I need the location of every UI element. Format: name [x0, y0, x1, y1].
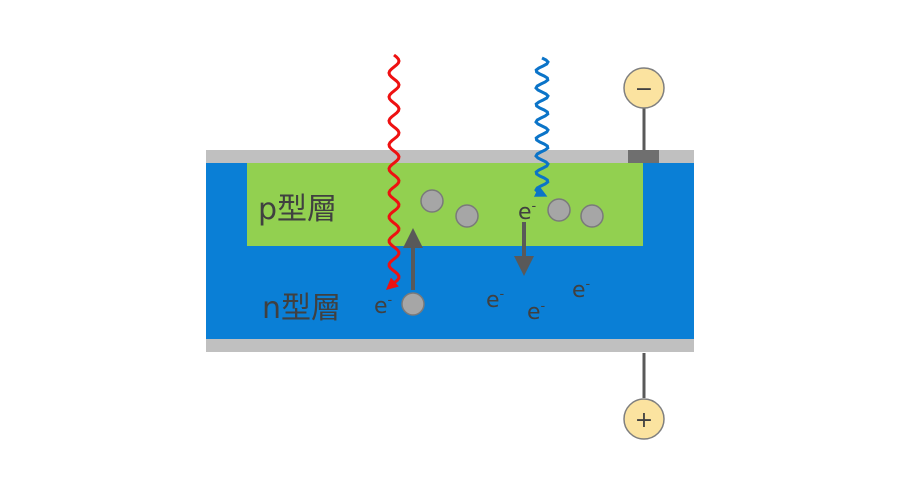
- svg-text:e-: e-: [374, 293, 393, 319]
- hole: [401, 292, 425, 316]
- bottom-electrode-plate: [206, 339, 694, 352]
- svg-text:e-: e-: [486, 287, 505, 313]
- p-layer-label: p型層: [258, 192, 337, 227]
- electron-label: e-: [374, 293, 393, 319]
- n-layer-label: n型層: [262, 291, 341, 326]
- blue-light-wave: [533, 56, 550, 197]
- negative-terminal: −: [623, 67, 665, 109]
- hole: [580, 204, 604, 228]
- svg-text:e-: e-: [572, 277, 591, 303]
- electron-label: e-: [518, 199, 537, 225]
- electron-label: e-: [486, 287, 505, 313]
- svg-text:e-: e-: [527, 299, 546, 325]
- electron-label: e-: [527, 299, 546, 325]
- top-electrode-plate: [206, 150, 694, 163]
- top-contact-tab: [628, 150, 659, 163]
- red-light-wave: [385, 53, 401, 290]
- hole: [547, 198, 571, 222]
- svg-text:e-: e-: [518, 199, 537, 225]
- positive-terminal-symbol: +: [635, 408, 653, 433]
- hole: [420, 189, 444, 213]
- p-type-layer: [247, 163, 643, 246]
- negative-terminal-symbol: −: [635, 77, 653, 102]
- electron-label: e-: [572, 277, 591, 303]
- positive-terminal: +: [623, 398, 665, 440]
- hole: [455, 204, 479, 228]
